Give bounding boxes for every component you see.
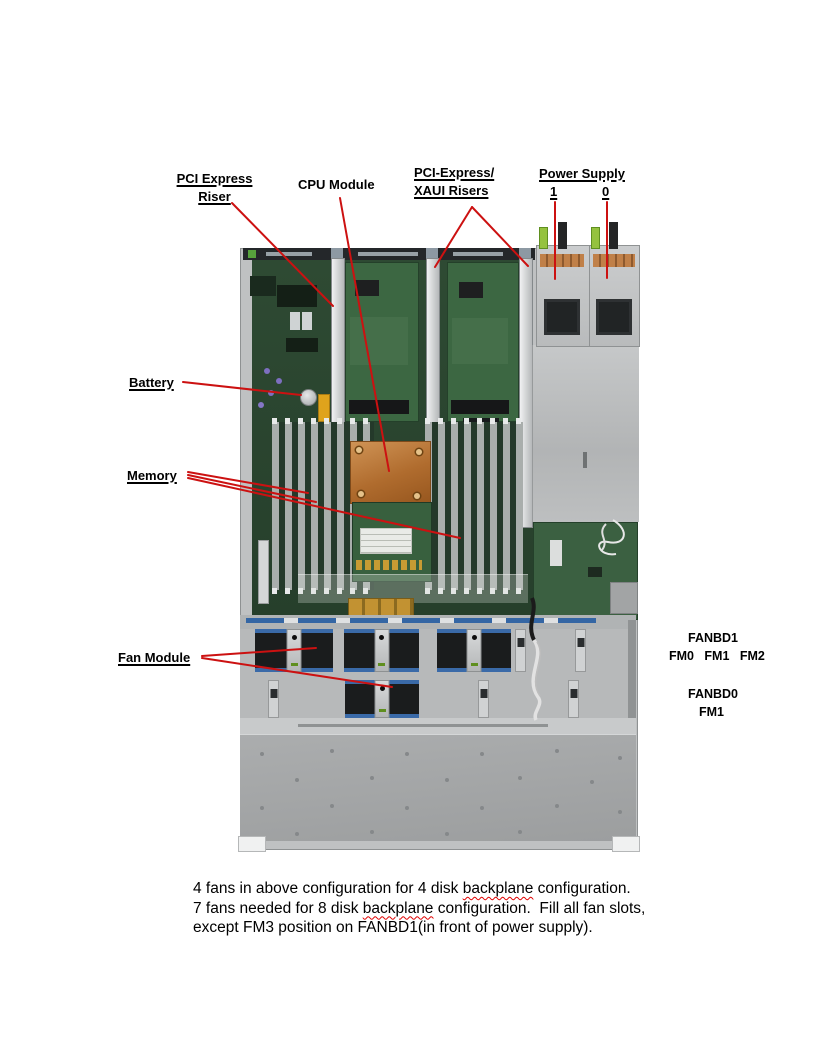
- chassis-foot-left: [238, 836, 266, 852]
- cpu-module-label-text: CPU Module: [298, 177, 375, 192]
- rear-label-text: [266, 252, 312, 256]
- power-supply-0-label: 0: [602, 183, 609, 201]
- pci-express-riser-label-line2: Riser: [198, 188, 231, 204]
- psu0-latch: [591, 227, 600, 249]
- chassis-wall: [628, 620, 636, 718]
- note-line-2: 7 fans needed for 8 disk backplane confi…: [193, 899, 645, 919]
- chip-pair: [290, 312, 312, 330]
- pdb-chip: [588, 567, 602, 577]
- power-supply-1-text: 1: [550, 184, 558, 199]
- cpu-heatsink: [350, 441, 431, 504]
- callout-label-xaui-risers: PCI-Express/ XAUI Risers: [414, 164, 494, 199]
- callout-label-fan-module: Fan Module: [118, 649, 190, 667]
- callout-label-memory: Memory: [127, 467, 177, 485]
- gold-pads: [356, 560, 422, 570]
- empty-fan-slot-rail: [575, 629, 586, 672]
- configuration-note: 4 fans in above configuration for 4 disk…: [193, 879, 645, 938]
- fanbd1-modules-label: FM0 FM1 FM2: [669, 649, 765, 663]
- pdb-connector: [550, 540, 562, 566]
- empty-fan-slot-rail: [568, 680, 579, 718]
- note-line-1: 4 fans in above configuration for 4 disk…: [193, 879, 645, 899]
- backplane-slot: [298, 724, 548, 727]
- note-text: configuration.: [533, 880, 631, 897]
- note-text: configuration. Fill all fan slots,: [433, 899, 646, 917]
- server-top-view-photo: [238, 222, 640, 854]
- battery-label-text: Battery: [129, 375, 174, 390]
- pdb-box: [610, 582, 638, 614]
- riser-chip: [459, 282, 483, 298]
- note-line-3: except FM3 position on FANBD1(in front o…: [193, 918, 645, 938]
- riser-edge-connector: [451, 400, 509, 414]
- guide-bar: [258, 540, 269, 604]
- fan-module-fm2: [437, 629, 511, 672]
- xaui-label-line2: XAUI Risers: [414, 182, 489, 198]
- memory-label-text: Memory: [127, 468, 177, 483]
- disk-bay-cover: [240, 734, 636, 841]
- psu1-latch: [539, 227, 548, 249]
- callout-label-battery: Battery: [129, 374, 174, 392]
- rear-label-text: [453, 252, 503, 256]
- callout-label-power-supply: Power Supply: [536, 165, 628, 183]
- chip: [277, 285, 317, 307]
- callout-label-cpu-module: CPU Module: [298, 176, 375, 194]
- bay-handle-mark: [583, 452, 587, 468]
- fan-module-label-text: Fan Module: [118, 650, 191, 665]
- bus-bar: [348, 598, 414, 616]
- power-supply-0-text: 0: [602, 184, 610, 199]
- capacitors: [264, 368, 270, 374]
- fanbd1-label: FANBD1: [688, 631, 739, 645]
- empty-fan-slot-rail: [515, 629, 526, 672]
- note-misspelled-word: backplane: [462, 880, 534, 897]
- chip: [286, 338, 318, 352]
- psu-bay-cover: [532, 345, 639, 522]
- cover-screws: [260, 752, 264, 756]
- riser-patch: [350, 317, 408, 365]
- fan-module-fanbd0-fm1: [345, 680, 419, 718]
- psu0-contacts: [593, 254, 635, 267]
- psu1-handle: [558, 222, 567, 249]
- fanbd0-modules-label: FM1: [699, 705, 724, 719]
- fan-module-fm0: [255, 629, 333, 672]
- cpu-board-label: [360, 528, 412, 554]
- note-text: 4 fans in above configuration for 4 disk: [193, 880, 463, 897]
- rear-label-text: [358, 252, 418, 256]
- chip: [250, 276, 276, 296]
- cable-bundle: [529, 519, 625, 721]
- power-supply-1-label: 1: [550, 183, 557, 201]
- empty-fan-slot-rail: [478, 680, 489, 718]
- note-misspelled-word: backplane: [362, 899, 434, 917]
- riser-chip: [355, 280, 379, 296]
- memory-bank-right: [425, 418, 523, 594]
- heatsink-screws: [356, 447, 362, 453]
- riser-edge-connector: [349, 400, 409, 414]
- psu0-handle: [609, 222, 618, 249]
- psu0-connector: [596, 299, 632, 335]
- psu1-contacts: [540, 254, 584, 267]
- chassis-foot-right: [612, 836, 640, 852]
- riser-patch: [452, 318, 508, 364]
- fan-connector-blue: [246, 618, 596, 623]
- pci-express-riser-label-line1: PCI Express: [176, 171, 253, 186]
- psu1-connector: [544, 299, 580, 335]
- fanbd0-label: FANBD0: [688, 687, 739, 701]
- note-text: 7 fans needed for 8 disk: [193, 899, 363, 917]
- empty-fan-slot-rail: [268, 680, 279, 718]
- battery-component: [300, 389, 317, 406]
- power-supply-label-text: Power Supply: [539, 166, 625, 181]
- note-text: except FM3 position on FANBD1(in front o…: [193, 919, 593, 936]
- xaui-label-line1: PCI-Express/: [414, 165, 495, 180]
- callout-label-pci-express-riser: PCI Express Riser: [172, 170, 257, 205]
- rear-connector: [248, 250, 256, 258]
- fan-module-fm1: [344, 629, 419, 672]
